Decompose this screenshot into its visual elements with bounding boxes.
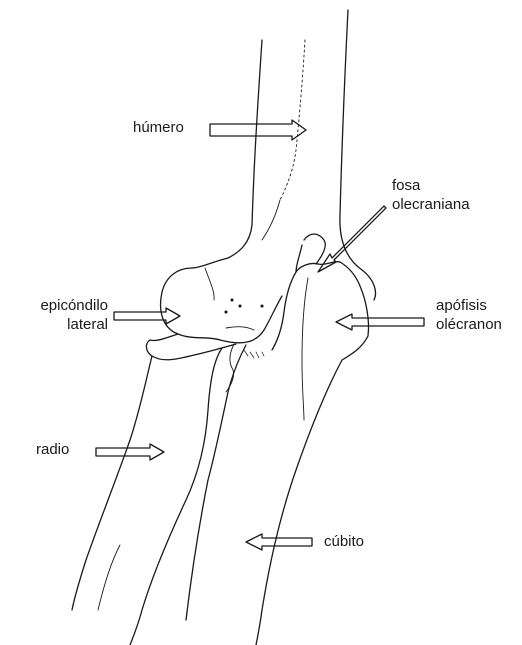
radius-bone (72, 334, 236, 645)
label-cubito: cúbito (324, 532, 364, 551)
label-radio: radio (36, 440, 69, 459)
label-fosa-line1: fosa (392, 176, 470, 195)
humerus-bone (161, 10, 376, 343)
label-humero: húmero (133, 118, 184, 137)
arrow-apofisis (336, 314, 424, 330)
arrow-fosa (318, 206, 386, 272)
label-apofisis-line2: olécranon (436, 315, 502, 334)
label-radio-text: radio (36, 440, 69, 459)
label-epicondilo-line2: lateral (8, 315, 108, 334)
arrow-epicondilo (114, 308, 180, 324)
label-apofisis-olecranon: apófisis olécranon (436, 296, 502, 334)
label-cubito-text: cúbito (324, 532, 364, 551)
ulna-bone (186, 234, 369, 645)
arrow-humero (210, 120, 306, 140)
arrow-cubito (246, 534, 312, 550)
label-humero-text: húmero (133, 118, 184, 137)
label-fosa-olecraniana: fosa olecraniana (392, 176, 470, 214)
label-apofisis-line1: apófisis (436, 296, 502, 315)
arrow-radio (96, 444, 164, 460)
label-fosa-line2: olecraniana (392, 195, 470, 214)
label-epicondilo-line1: epicóndilo (8, 296, 108, 315)
label-epicondilo-lateral: epicóndilo lateral (8, 296, 108, 334)
